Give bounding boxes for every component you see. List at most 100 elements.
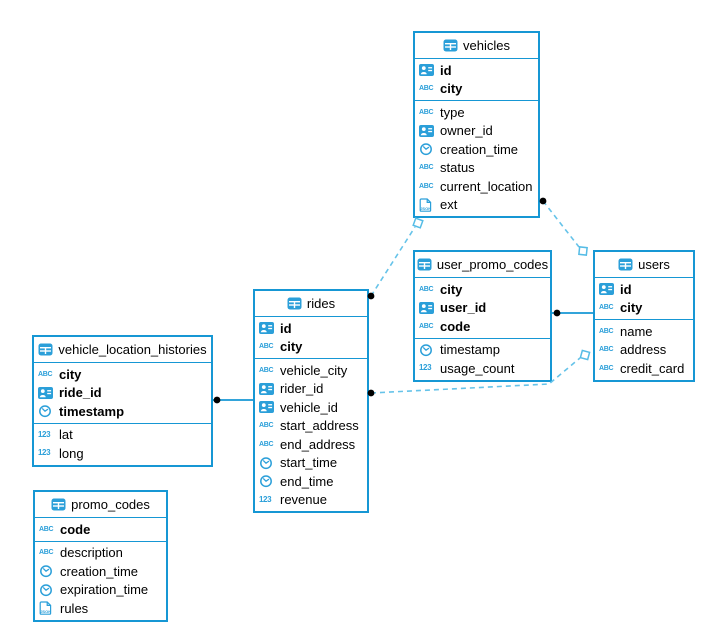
column-label: city (280, 339, 303, 355)
table-icon (417, 258, 432, 271)
columns-section: 123 lat 123 long (34, 422, 211, 465)
column-label: description (60, 545, 123, 561)
text-type-icon: ABC (419, 182, 434, 190)
id-type-icon (599, 283, 615, 296)
columns-section: ABC description creation_time expiration_ti… (35, 540, 166, 620)
svg-text:JSON: JSON (420, 206, 431, 211)
id-type-icon (38, 386, 54, 399)
time-type-icon (259, 474, 275, 488)
pk-column-row-user_id: user_id (415, 299, 550, 318)
column-row-creation_time: creation_time (35, 562, 166, 581)
foreign-key-dot-marker (539, 197, 547, 205)
text-type-icon: ABC (38, 370, 53, 378)
column-row-description: ABC description (35, 544, 166, 563)
id-type-icon (419, 301, 435, 314)
column-label: vehicle_id (280, 399, 338, 415)
column-label: ride_id (59, 385, 102, 401)
text-type-icon: ABC (259, 366, 274, 374)
text-type-icon: ABC (419, 108, 434, 116)
time-type-icon (419, 343, 435, 357)
pk-column-row-id: id (255, 319, 367, 338)
column-row-creation_time: creation_time (415, 140, 538, 159)
pk-column-row-timestamp: timestamp (34, 402, 211, 421)
column-label: ext (440, 197, 458, 213)
text-type-icon: ABC (419, 164, 434, 172)
table-header[interactable]: promo_codes (35, 492, 166, 517)
table-icon (38, 343, 53, 356)
number-type-icon: 123 (38, 448, 51, 458)
column-label: city (440, 281, 463, 297)
table-header[interactable]: user_promo_codes (415, 252, 550, 277)
cardinality-square-marker (579, 349, 591, 361)
column-row-end_time: end_time (255, 472, 367, 491)
text-type-icon: ABC (419, 322, 434, 330)
pk-column-row-id: id (595, 280, 693, 299)
column-label: user_id (440, 300, 487, 316)
column-label: vehicle_city (280, 362, 348, 378)
svg-text:JSON: JSON (40, 609, 51, 614)
column-label: start_time (280, 455, 338, 471)
time-type-icon (39, 564, 55, 578)
table-icon (443, 39, 458, 52)
column-label: id (440, 62, 452, 78)
column-label: creation_time (60, 563, 139, 579)
text-type-icon: ABC (599, 346, 614, 354)
column-label: start_address (280, 418, 359, 434)
column-label: lat (59, 427, 73, 443)
table-header[interactable]: vehicle_location_histories (34, 337, 211, 362)
time-type-icon (38, 404, 54, 418)
text-type-icon: ABC (599, 327, 614, 335)
id-type-icon (259, 382, 275, 395)
pk-column-row-ride_id: ride_id (34, 384, 211, 403)
cardinality-square-marker (578, 246, 588, 256)
table-header[interactable]: vehicles (415, 33, 538, 58)
column-label: end_time (280, 473, 334, 489)
time-type-icon (259, 456, 275, 470)
column-row-start_time: start_time (255, 454, 367, 473)
text-type-icon: ABC (39, 525, 54, 533)
text-type-icon: ABC (39, 549, 54, 557)
column-label: rider_id (280, 381, 324, 397)
column-label: status (440, 160, 475, 176)
table-header[interactable]: users (595, 252, 693, 277)
column-row-ext: JSON ext (415, 196, 538, 215)
column-label: id (280, 320, 292, 336)
table-title: user_promo_codes (436, 257, 549, 272)
column-row-timestamp: timestamp (415, 341, 550, 360)
column-label: owner_id (440, 123, 493, 139)
column-label: expiration_time (60, 582, 149, 598)
column-label: long (59, 445, 84, 461)
table-header[interactable]: rides (255, 291, 367, 316)
number-type-icon: 123 (38, 429, 51, 439)
text-type-icon: ABC (259, 343, 274, 351)
id-type-icon (419, 124, 435, 137)
column-label: timestamp (440, 342, 500, 358)
column-label: city (440, 81, 463, 97)
table-icon (618, 258, 633, 271)
pk-column-row-city: ABC city (255, 338, 367, 357)
relationship-line-rides-to-vehicles (370, 226, 416, 297)
table-title: vehicles (463, 38, 510, 53)
